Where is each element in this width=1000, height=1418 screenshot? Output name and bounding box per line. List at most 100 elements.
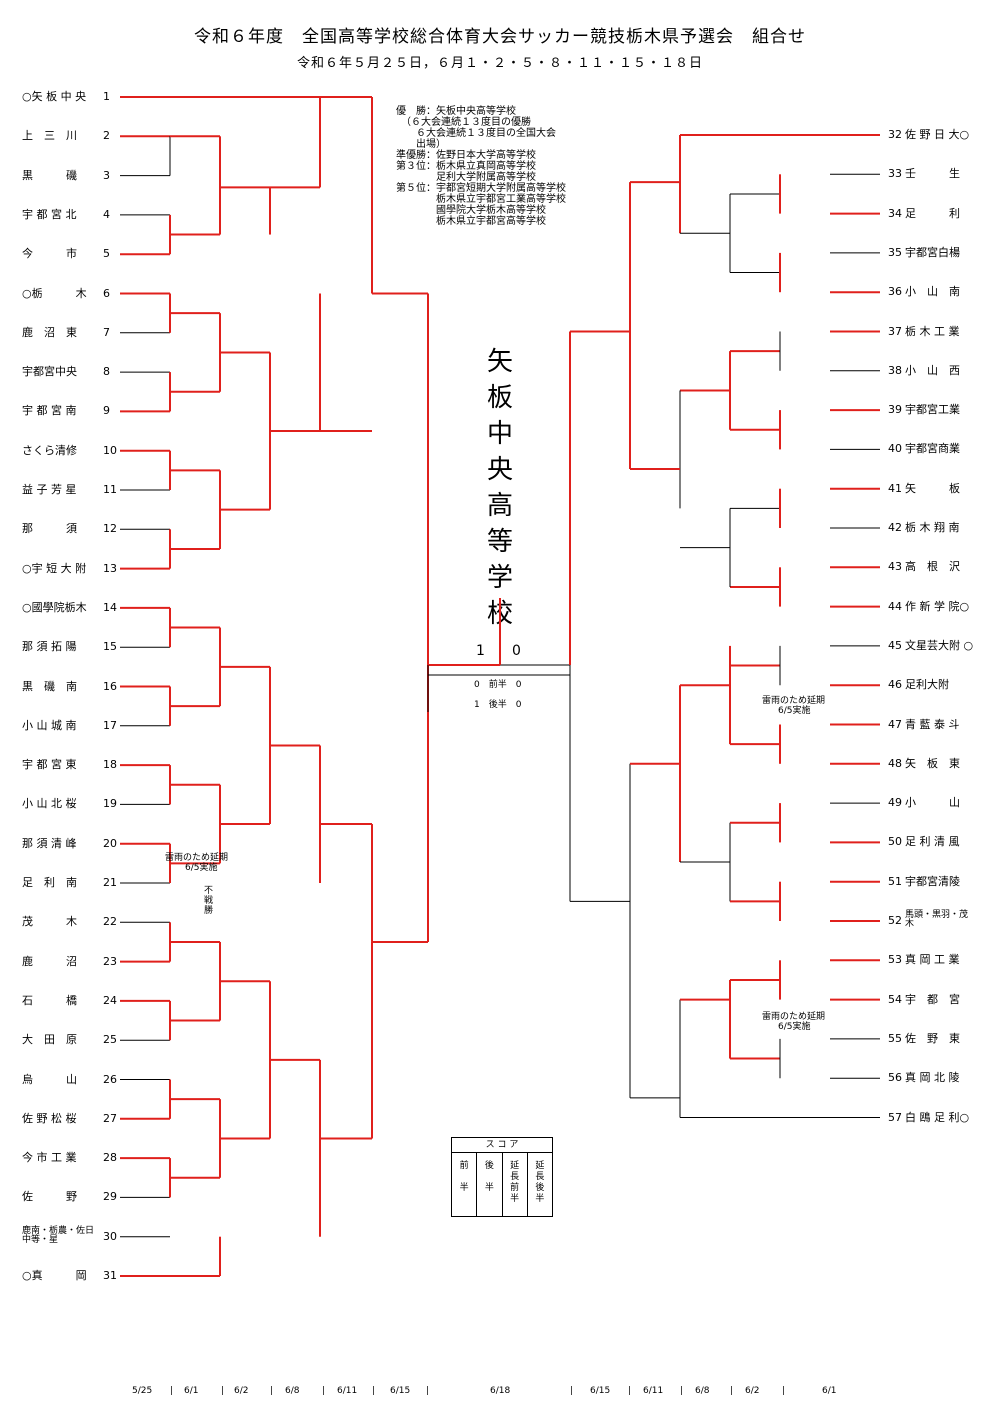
right-team-number: 44	[888, 599, 902, 613]
left-team-number: 4	[103, 207, 110, 221]
right-team-number: 39	[888, 403, 902, 417]
date-label: 6/11	[643, 1386, 664, 1396]
score-legend-head: ス コ ア	[452, 1138, 552, 1153]
final-half1: 0 前半 0	[474, 680, 522, 690]
rain-note-1: 雷雨のため延期	[165, 853, 229, 863]
date-label: 6/11	[337, 1386, 358, 1396]
date-label: 6/15	[390, 1386, 411, 1396]
score-legend-col: 延 長 後 半	[535, 1161, 545, 1204]
right-team-number: 38	[888, 363, 902, 377]
score-legend-col: 延 長 前 半	[503, 1153, 528, 1216]
right-team-number: 52	[888, 914, 902, 927]
results-summary: 優 勝：矢板中央高等学校 （６大会連続１３度目の優勝 ６大会連続１３度目の全国大…	[396, 106, 566, 227]
date-label: 6/15	[590, 1386, 611, 1396]
left-team-23: 鹿 沼	[22, 954, 77, 968]
date-separator: |	[680, 1386, 684, 1396]
left-team-16: 黒 磯 南	[22, 679, 77, 693]
fusen-note: 不戦勝	[204, 886, 214, 916]
left-team-20: 那 須 清 峰	[22, 836, 77, 850]
left-team-2: 上 三 川	[22, 129, 77, 143]
rain-note-2b: 6/5実施	[778, 706, 811, 716]
date-separator: |	[270, 1386, 274, 1396]
date-label: 6/1	[184, 1386, 199, 1396]
rain-note-1b: 6/5実施	[185, 863, 218, 873]
left-team-5: 今 市	[22, 247, 77, 261]
right-team-32: 佐 野 日 大○	[905, 128, 970, 141]
right-team-50: 足 利 清 風	[905, 835, 960, 849]
date-label: 6/2	[234, 1386, 249, 1396]
right-team-51: 宇都宮清陵	[905, 874, 960, 888]
right-team-45: 文星芸大附 ○	[905, 638, 974, 652]
right-team-41: 矢 板	[905, 481, 960, 495]
right-team-number: 36	[888, 285, 902, 299]
right-team-53: 真 岡 工 業	[905, 953, 960, 967]
result-line: 國學院大学栃木高等学校	[396, 205, 546, 216]
left-team-13: ○宇 短 大 附	[22, 561, 87, 575]
right-team-34: 足 利	[905, 206, 960, 220]
date-separator: |	[322, 1386, 326, 1396]
date-separator: |	[570, 1386, 574, 1396]
left-team-number: 10	[103, 443, 117, 457]
right-team-54: 宇 都 宮	[905, 992, 960, 1006]
date-label: 6/1	[822, 1386, 837, 1396]
result-line: 栃木県立宇都宮高等学校	[396, 216, 546, 227]
champion-char: 矢	[486, 347, 513, 377]
right-team-number: 37	[888, 324, 902, 338]
right-team-number: 46	[888, 678, 902, 692]
champion-name: 矢板中央高等学校	[485, 344, 515, 632]
result-line: ６大会連続１３度目の全国大会	[396, 128, 556, 139]
left-team-number: 6	[103, 286, 110, 300]
left-team-29: 佐 野	[22, 1190, 77, 1204]
left-team-number: 3	[103, 168, 110, 182]
left-team-18: 宇 都 宮 東	[22, 758, 77, 772]
left-team-number: 5	[103, 247, 110, 261]
left-team-number: 2	[103, 129, 110, 143]
date-separator: |	[628, 1386, 632, 1396]
left-team-14: ○國學院栃木	[22, 600, 87, 614]
right-team-number: 53	[888, 953, 902, 967]
right-team-number: 42	[888, 521, 902, 534]
right-team-number: 34	[888, 206, 902, 220]
page-subtitle: 令和６年５月２５日，６月１・２・５・８・１１・１５・１８日	[296, 56, 703, 71]
left-team-number: 13	[103, 561, 117, 575]
result-line: （６大会連続１３度目の優勝	[396, 117, 531, 128]
left-team-17: 小 山 城 南	[22, 718, 77, 732]
result-line: 準優勝：佐野日本大学高等学校	[396, 150, 536, 161]
left-team-27: 佐 野 松 桜	[22, 1111, 77, 1125]
score-legend-col: 前 半	[452, 1153, 478, 1216]
champion-char: 学	[486, 563, 513, 593]
left-team-11: 益 子 芳 星	[22, 483, 77, 496]
date-separator: |	[170, 1386, 174, 1396]
right-team-56: 真 岡 北 陵	[905, 1071, 960, 1085]
final-score-right: 0	[512, 643, 521, 659]
right-team-49: 小 山	[905, 796, 960, 810]
right-team-number: 43	[888, 560, 902, 574]
left-team-number: 12	[103, 522, 117, 536]
right-team-number: 32	[888, 128, 902, 141]
right-team-number: 41	[888, 481, 902, 495]
right-team-number: 40	[888, 442, 902, 456]
result-line: 出場）	[396, 139, 446, 150]
result-line: 第３位：栃木県立真岡高等学校	[396, 161, 536, 172]
right-team-46: 足利大附	[905, 678, 949, 692]
champion-char: 央	[486, 455, 513, 485]
left-team-31: ○真 岡	[22, 1269, 87, 1282]
left-team-number: 9	[103, 404, 110, 418]
left-team-number: 24	[103, 993, 117, 1007]
left-team-number: 14	[103, 600, 117, 614]
right-team-number: 51	[888, 874, 902, 888]
right-team-number: 33	[888, 167, 902, 181]
left-team-25: 大 田 原	[22, 1033, 77, 1047]
left-team-number: 28	[103, 1151, 117, 1165]
right-team-number: 35	[888, 245, 902, 259]
right-team-43: 高 根 沢	[905, 560, 960, 574]
left-team-number: 25	[103, 1033, 117, 1047]
left-team-15: 那 須 拓 陽	[22, 640, 77, 654]
rain-note-3b: 6/5実施	[778, 1022, 811, 1032]
left-team-number: 7	[103, 325, 110, 339]
left-team-number: 22	[103, 915, 117, 929]
left-team-number: 11	[103, 483, 117, 496]
right-team-36: 小 山 南	[905, 285, 960, 299]
left-team-number: 30	[103, 1229, 117, 1243]
left-team-number: 26	[103, 1072, 117, 1086]
